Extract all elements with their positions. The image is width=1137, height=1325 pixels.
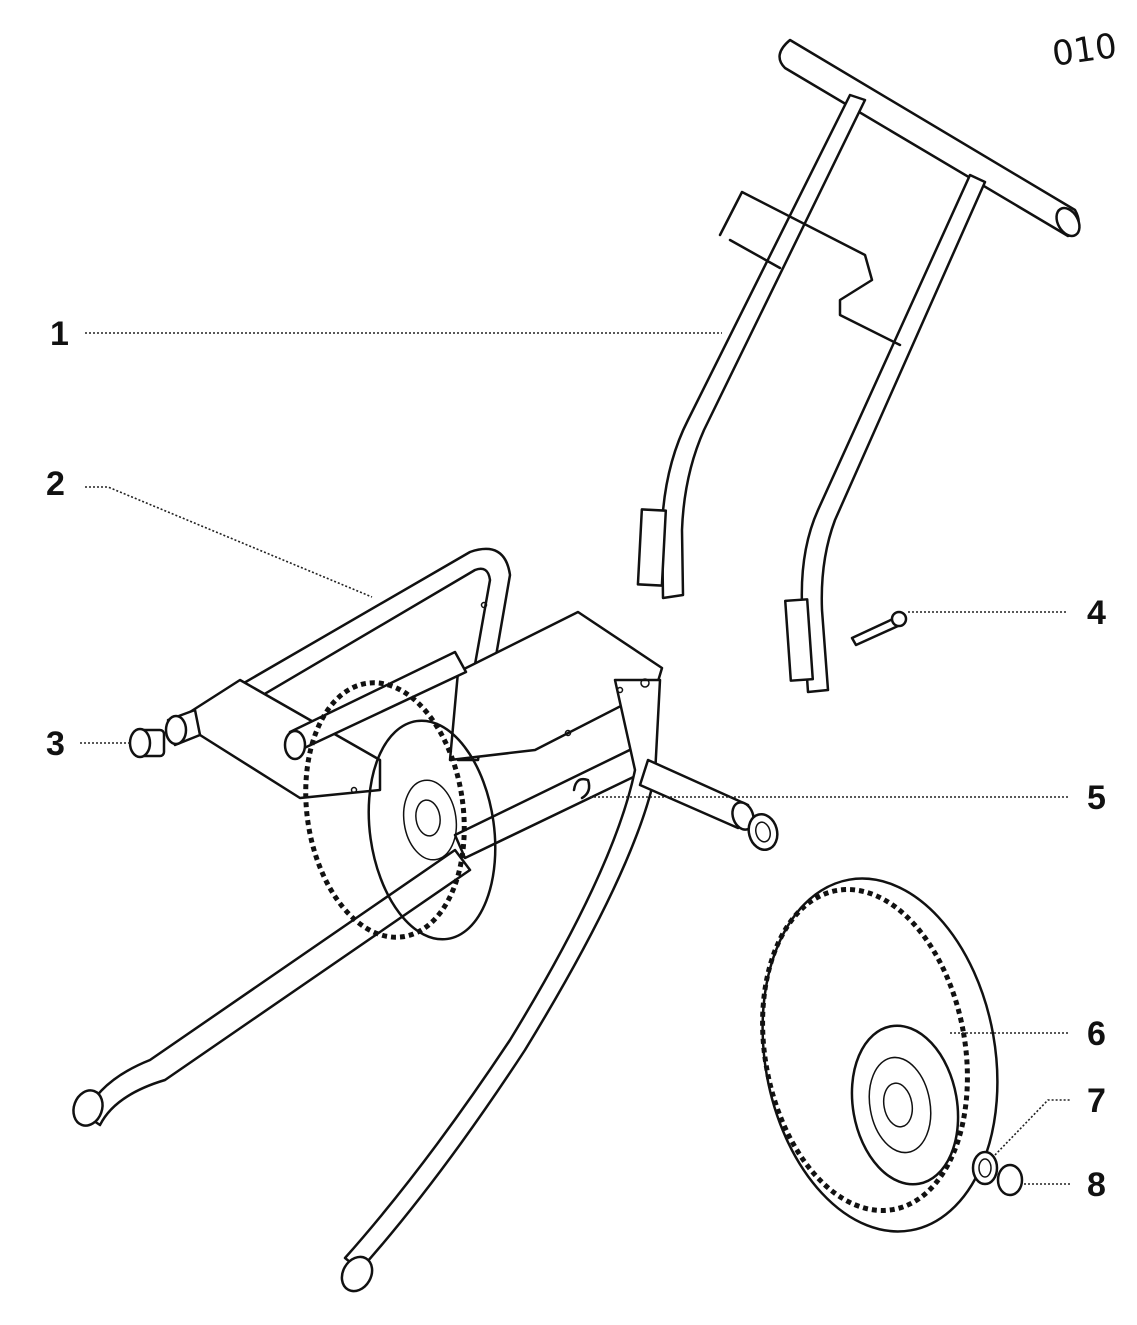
leader-lines (80, 332, 1070, 1185)
callout-6: 6 (1087, 1015, 1106, 1053)
hub-cap-part (996, 1163, 1024, 1197)
callout-labels: 1 2 3 4 5 6 7 8 (46, 315, 1106, 1204)
washer-part (971, 1150, 999, 1186)
end-cap-part (128, 727, 166, 759)
handle-part (636, 38, 1081, 694)
callout-3: 3 (46, 725, 65, 763)
callout-8: 8 (1087, 1166, 1106, 1204)
callout-2: 2 (46, 465, 65, 503)
callout-1: 1 (50, 315, 69, 353)
bolt-part (850, 610, 908, 647)
frame-part (72, 547, 755, 1293)
callout-7: 7 (1087, 1082, 1106, 1120)
callout-5: 5 (1087, 779, 1106, 817)
leader-7 (994, 1099, 1070, 1156)
leader-2 (85, 486, 373, 598)
wheel-part (760, 877, 999, 1233)
spacer-washer (747, 812, 779, 852)
rear-wheel (303, 680, 497, 941)
callout-4: 4 (1087, 594, 1106, 632)
corner-mark: 010 (1050, 26, 1120, 75)
clip-part (572, 777, 591, 800)
